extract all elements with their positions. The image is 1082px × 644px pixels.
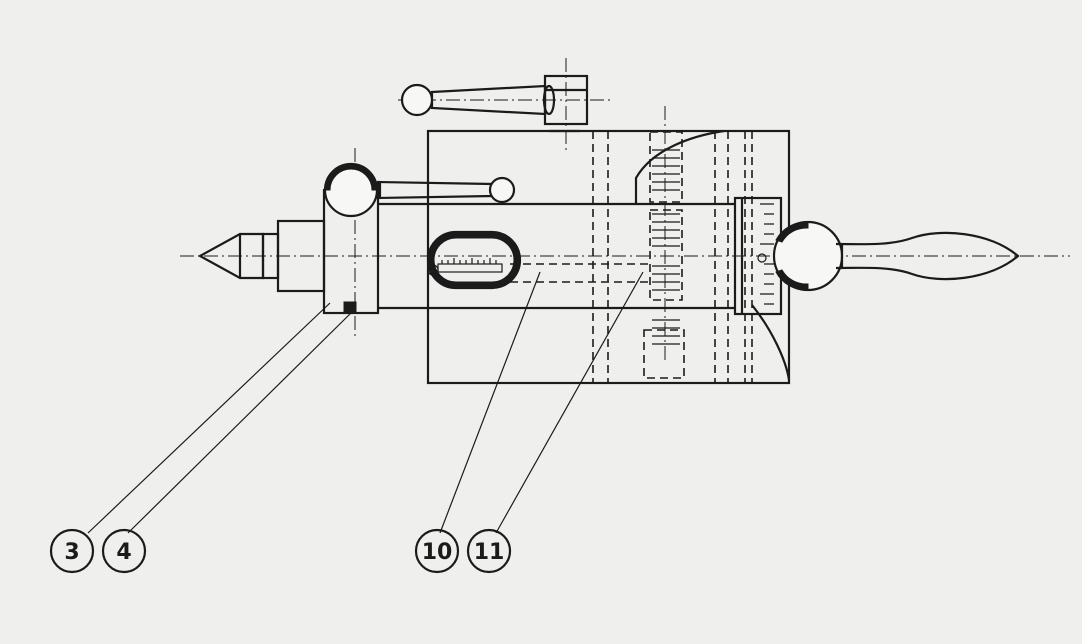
callout-10-label: 10 — [422, 540, 453, 565]
graduated-dial — [733, 196, 783, 316]
top-lever-handle — [400, 74, 589, 133]
callout-10: 10 — [414, 528, 460, 574]
callout-4: 4 — [101, 528, 147, 574]
hidden-bore — [510, 263, 648, 283]
scale-window — [426, 230, 522, 290]
callout-3: 3 — [49, 528, 95, 574]
leader-lines — [87, 271, 644, 534]
callout-11-label: 11 — [474, 540, 505, 565]
main-body — [378, 129, 791, 385]
callout-3-label: 3 — [64, 540, 79, 565]
callout-11: 11 — [466, 528, 512, 574]
threaded-rod — [643, 131, 685, 379]
spindle-center — [197, 219, 326, 293]
center-lines — [180, 58, 1070, 360]
handwheel-grip — [772, 220, 1020, 292]
callout-4-label: 4 — [116, 540, 131, 565]
